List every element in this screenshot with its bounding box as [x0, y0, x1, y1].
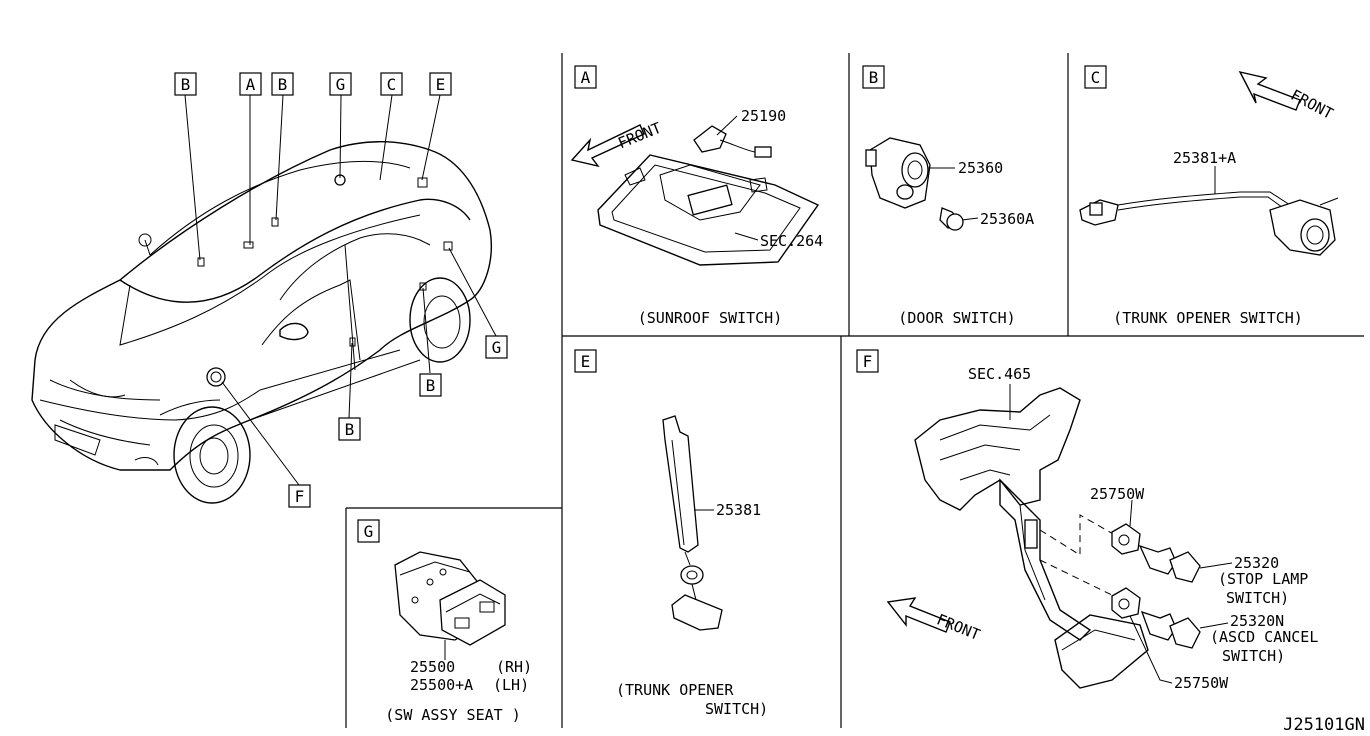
- panel-e-caption-line2: SWITCH): [705, 700, 768, 718]
- panel-a-letter: A: [581, 68, 591, 87]
- panel-b-door-switch: B 25360 25360A (DOOR SWITCH): [862, 65, 1034, 327]
- front-arrow-icon: [886, 597, 951, 633]
- callout-b-3: B: [426, 376, 436, 395]
- panel-a-front-label: FRONT: [615, 119, 664, 153]
- callout-e: E: [436, 75, 446, 94]
- panel-c-front-label: FRONT: [1288, 86, 1336, 123]
- front-arrow-icon: [570, 124, 645, 168]
- part-25500a-lh-num: 25500+A: [410, 676, 473, 694]
- panel-b-letter: B: [869, 68, 879, 87]
- panel-f-pedal-switches: F SEC.465 25750W 25320 (STOP LAMP SWITCH…: [856, 349, 1318, 692]
- part-25320n: 25320N: [1230, 612, 1284, 630]
- panel-g-seat-switch: G 25500 (RH) 25500+A (LH) (SW ASSY SEAT …: [357, 519, 532, 724]
- part-25750w-top: 25750W: [1090, 485, 1145, 503]
- panel-f-letter: F: [863, 352, 873, 371]
- panel-c-letter: C: [1091, 68, 1101, 87]
- callout-g-2: G: [492, 338, 502, 357]
- callout-g-1: G: [336, 75, 346, 94]
- panel-e-trunk-opener: E 25381 (TRUNK OPENER SWITCH): [574, 349, 768, 718]
- ref-sec-465: SEC.465: [968, 365, 1031, 383]
- panel-a-sunroof-switch: A FRONT 25190 SEC.264 (SUNROOF SWITCH): [570, 65, 823, 327]
- part-25360a: 25360A: [980, 210, 1034, 228]
- part-25381: 25381: [716, 501, 761, 519]
- stop-lamp-line1: (STOP LAMP: [1218, 570, 1308, 588]
- ref-sec-264: SEC.264: [760, 232, 823, 250]
- panel-c-trunk-opener: C FRONT 25381+A (TRUNK OPENER SWITCH): [1079, 65, 1339, 327]
- stop-lamp-line2: SWITCH): [1226, 589, 1289, 607]
- callout-c: C: [387, 75, 397, 94]
- callout-f: F: [295, 487, 305, 506]
- panel-e-caption-line1: (TRUNK OPENER: [616, 681, 734, 699]
- panel-g-letter: G: [364, 522, 374, 541]
- diagram-code: J25101GN: [1283, 715, 1365, 735]
- ascd-cancel-line1: (ASCD CANCEL: [1210, 628, 1318, 646]
- part-25500a-lh-tag: (LH): [493, 676, 529, 694]
- vehicle-overview: B A B G C E G B B F: [31, 72, 508, 508]
- panel-g-caption: (SW ASSY SEAT ): [385, 706, 520, 724]
- callout-b-4: B: [345, 420, 355, 439]
- callout-a: A: [246, 75, 256, 94]
- part-25190: 25190: [741, 107, 786, 125]
- panel-c-caption: (TRUNK OPENER SWITCH): [1113, 309, 1303, 327]
- panel-b-caption: (DOOR SWITCH): [898, 309, 1015, 327]
- panel-frames: [345, 53, 1364, 728]
- panel-f-front-label: FRONT: [934, 610, 983, 644]
- front-arrow-icon: [1238, 70, 1301, 111]
- callout-b-1: B: [181, 75, 191, 94]
- part-25750w-bottom: 25750W: [1174, 674, 1229, 692]
- part-25320: 25320: [1234, 554, 1279, 572]
- panel-a-caption: (SUNROOF SWITCH): [638, 309, 783, 327]
- part-25381-a: 25381+A: [1173, 149, 1236, 167]
- part-25360: 25360: [958, 159, 1003, 177]
- panel-e-letter: E: [581, 352, 591, 371]
- callout-b-2: B: [278, 75, 288, 94]
- ascd-cancel-line2: SWITCH): [1222, 647, 1285, 665]
- part-25500-rh-tag: (RH): [496, 658, 532, 676]
- part-25500-rh-num: 25500: [410, 658, 455, 676]
